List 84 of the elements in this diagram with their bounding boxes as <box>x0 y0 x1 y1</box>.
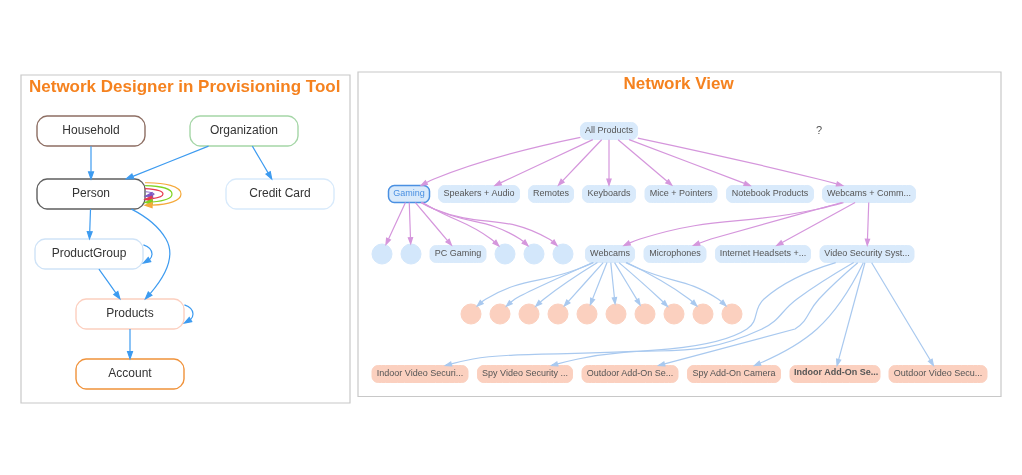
node-box: PC Gaming <box>429 245 487 263</box>
arrow <box>589 261 608 307</box>
node-box: Person <box>36 178 146 210</box>
arrow <box>385 202 407 247</box>
node-circle <box>460 303 482 325</box>
node-box: Account <box>75 358 185 390</box>
node-box: Speakers + Audio <box>438 185 520 203</box>
node-box: Webcams <box>585 245 635 263</box>
arrow <box>614 261 642 307</box>
arrow <box>752 262 864 367</box>
arrow <box>625 262 728 308</box>
node-box: Credit Card <box>225 178 335 210</box>
node-box: Webcams + Comm... <box>822 185 916 203</box>
arrow <box>628 139 752 187</box>
node-circle <box>663 303 685 325</box>
arrow <box>86 208 94 241</box>
node-circle <box>371 243 393 265</box>
arrow <box>407 202 414 246</box>
node-circle <box>634 303 656 325</box>
node-circle <box>400 243 422 265</box>
arrow <box>420 202 559 247</box>
arrow <box>606 139 612 187</box>
arrow <box>622 201 845 247</box>
arrow <box>475 261 595 308</box>
arrow <box>625 261 699 308</box>
node-circle <box>576 303 598 325</box>
arrow <box>610 261 618 306</box>
node-box: Gaming <box>387 184 431 204</box>
arrow <box>443 262 837 367</box>
arrow <box>124 145 210 180</box>
node-box: Internet Headsets +... <box>715 245 811 263</box>
arrow <box>182 304 194 325</box>
node-box: Outdoor Video Secu... <box>888 365 988 383</box>
node-circle <box>489 303 511 325</box>
node-box: Spy Video Security ... <box>477 365 573 383</box>
node-circle <box>547 303 569 325</box>
node-box: All Products <box>580 122 638 140</box>
node-circle <box>494 243 516 265</box>
arrow <box>505 261 594 308</box>
arrow <box>98 268 121 301</box>
node-box: Outdoor Add-On Se... <box>581 365 679 383</box>
arrow <box>87 145 95 181</box>
node-box: Organization <box>189 115 299 147</box>
node-circle <box>721 303 743 325</box>
arrow <box>126 328 134 361</box>
arrow <box>141 244 153 265</box>
node-box: Products <box>75 298 185 330</box>
node-box: Mice + Pointers <box>644 185 718 203</box>
node-box: Keyboards <box>582 185 636 203</box>
node-box: Microphones <box>643 245 707 263</box>
arrow <box>691 201 843 247</box>
arrow <box>617 139 674 187</box>
node-box: Remotes <box>528 185 574 203</box>
node-box: Household <box>36 115 146 147</box>
node-circle <box>552 243 574 265</box>
node-circle <box>692 303 714 325</box>
node-box: ProductGroup <box>34 238 144 270</box>
node-box: Notebook Products <box>726 185 814 203</box>
arrow <box>557 139 603 187</box>
arrow <box>775 202 856 247</box>
arrow <box>493 139 594 187</box>
arrow <box>864 202 871 248</box>
node-circle <box>518 303 540 325</box>
arrow <box>656 262 859 367</box>
arrow <box>251 145 273 181</box>
arrow <box>563 261 604 308</box>
arrow <box>835 262 866 368</box>
arrow <box>421 202 501 248</box>
node-box: Indoor Add-On Se... <box>789 365 881 383</box>
arrow <box>618 262 669 308</box>
node-box: Indoor Video Securi... <box>371 365 469 383</box>
arrow <box>871 262 935 367</box>
node-box: Spy Add-On Camera <box>687 365 781 383</box>
arrow <box>637 137 845 187</box>
node-circle <box>523 243 545 265</box>
arrow <box>419 136 581 187</box>
arrow <box>130 208 171 301</box>
arrow <box>534 261 598 308</box>
arrow <box>420 201 530 248</box>
node-circle <box>605 303 627 325</box>
arrow <box>549 261 855 367</box>
node-box: Video Security Syst... <box>819 245 915 263</box>
label: ? <box>815 123 823 136</box>
arrow <box>414 202 453 247</box>
